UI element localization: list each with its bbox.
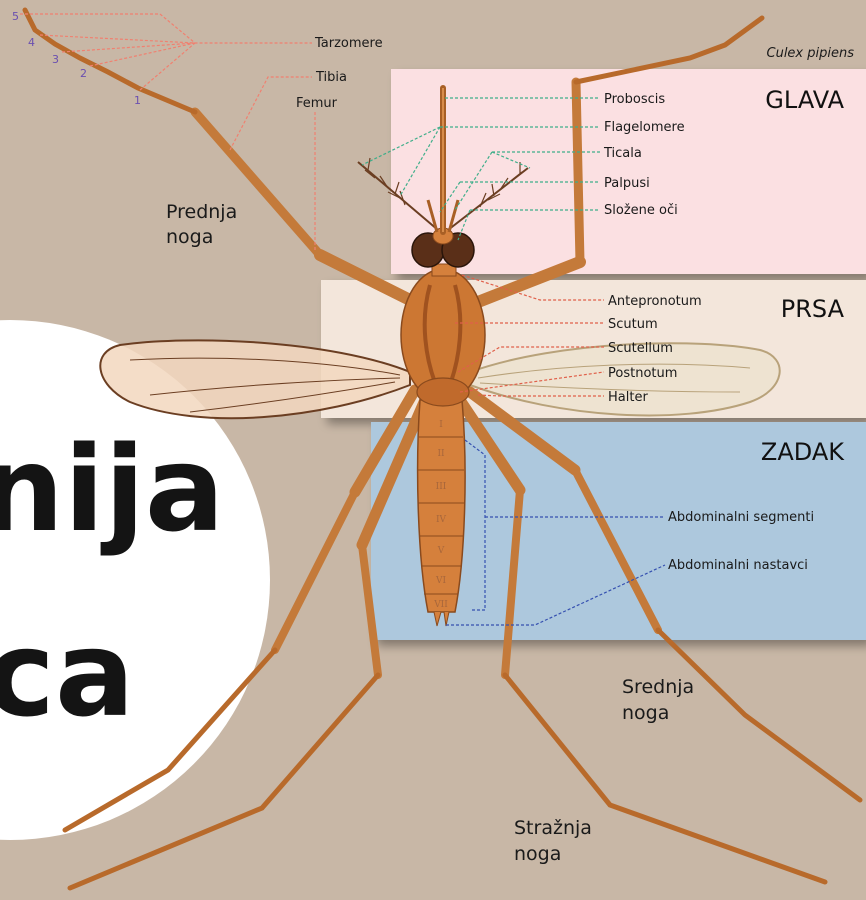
hind-leg-label: noga: [514, 843, 561, 865]
abdomen-section-title: ZADAK: [761, 438, 845, 466]
tarsomere-number: 2: [80, 67, 87, 80]
front-leg-label: noga: [166, 226, 213, 248]
abdominal-segments-label: Abdominalni segmenti: [668, 510, 814, 525]
background-title-line1: nija: [0, 420, 225, 558]
middle-leg-label: Srednja: [622, 676, 694, 698]
abdomen-segment-numeral: V: [437, 546, 445, 556]
middle-leg-label: noga: [622, 702, 669, 724]
abdomen-segment-numeral: VI: [435, 576, 446, 586]
abdomen-segment-numeral: I: [439, 420, 443, 430]
palps-label: Palpusi: [604, 176, 650, 191]
front-leg-label: Prednja: [166, 201, 237, 223]
head-section-title: GLAVA: [765, 86, 844, 114]
abdomen: [418, 400, 465, 626]
antennae-label: Ticala: [603, 146, 642, 161]
femur-label: Femur: [296, 96, 338, 111]
antepronotum-label: Antepronotum: [608, 294, 702, 309]
background-title-line2: ca: [0, 605, 135, 743]
tarsomere-number: 3: [52, 53, 59, 66]
compound-eyes-label: Složene oči: [604, 203, 678, 218]
tarsomere-number: 1: [134, 94, 141, 107]
abdomen-segment-numeral: III: [436, 482, 447, 492]
abdomen-segment-numeral: II: [437, 449, 445, 459]
species-name: Culex pipiens: [767, 46, 855, 61]
scutum-label: Scutum: [608, 317, 658, 332]
tarsomere-number: 5: [12, 10, 19, 23]
postnotum-label: Postnotum: [608, 366, 677, 381]
proboscis-label: Proboscis: [604, 92, 665, 107]
hind-leg-label: Stražnja: [514, 817, 592, 839]
abdominal-appendages-label: Abdominalni nastavci: [668, 558, 808, 573]
flagellomeres-label: Flagelomere: [604, 120, 685, 135]
tibia-label: Tibia: [315, 70, 347, 85]
tarsomere-number: 4: [28, 36, 35, 49]
abdomen-segment-numeral: IV: [436, 515, 447, 525]
halter-label: Halter: [608, 390, 648, 405]
front-left-leg: [25, 10, 410, 300]
scutellum-label: Scutellum: [608, 341, 673, 356]
tarsomeres-label: Tarzomere: [314, 36, 383, 51]
abdomen-segment-numeral: VII: [433, 600, 448, 610]
thorax-section-title: PRSA: [781, 295, 845, 323]
